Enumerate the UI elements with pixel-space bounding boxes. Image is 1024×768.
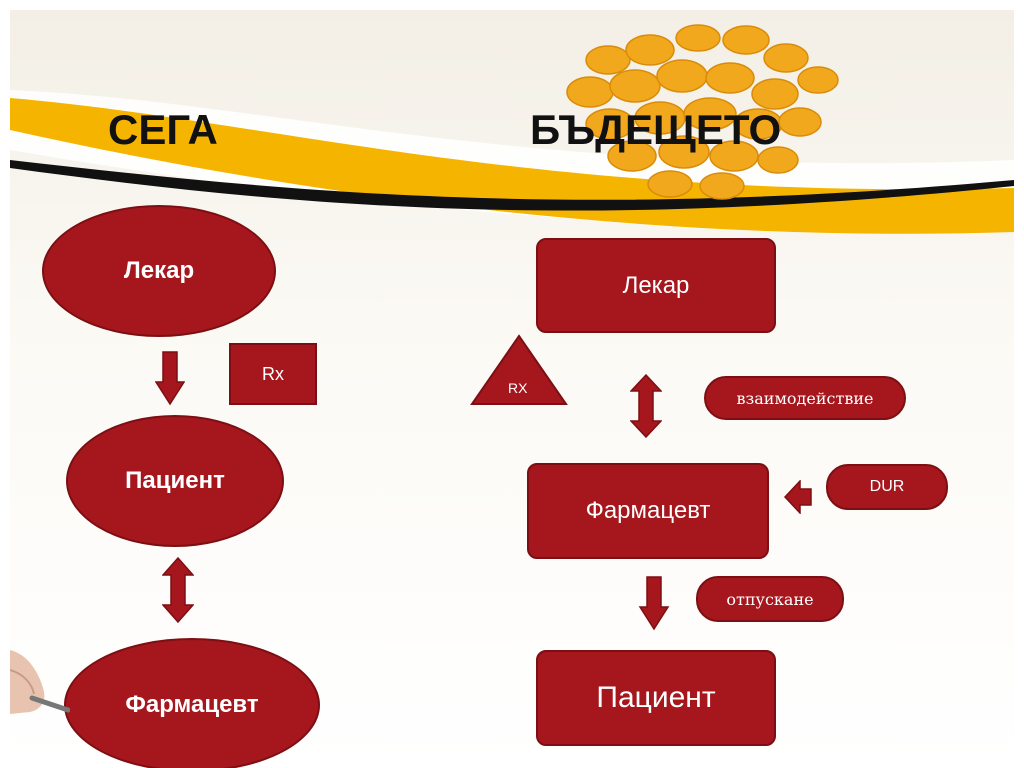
now-doctor-node: Лекар bbox=[42, 205, 276, 337]
future-patient-node: Пациент bbox=[536, 650, 776, 746]
hand-pen-image bbox=[10, 650, 70, 714]
future-interaction-label: взаимодействие bbox=[704, 376, 906, 420]
slide: СЕГА БЪДЕЩЕТО Лекар Rx Пациент Фармацевт… bbox=[10, 10, 1014, 768]
future-doctor-node: Лекар bbox=[536, 238, 776, 333]
now-pharmacist-node: Фармацевт bbox=[64, 638, 320, 768]
future-dispensing-label: отпускане bbox=[696, 576, 844, 622]
double-arrow-icon bbox=[162, 557, 194, 623]
now-patient-node: Пациент bbox=[66, 415, 284, 547]
title-future: БЪДЕЩЕТО bbox=[530, 106, 782, 153]
pills-image bbox=[566, 24, 839, 200]
future-dur-label: DUR bbox=[826, 464, 948, 510]
black-swoosh bbox=[10, 160, 1014, 211]
future-pharmacist-node: Фармацевт bbox=[527, 463, 769, 559]
left-arrow-icon bbox=[784, 480, 812, 514]
title-now: СЕГА bbox=[108, 106, 218, 153]
double-arrow-icon bbox=[630, 374, 662, 438]
header-decoration bbox=[10, 24, 1014, 234]
future-rx-label: RX bbox=[508, 380, 528, 396]
down-arrow-icon bbox=[155, 351, 185, 406]
now-rx-box: Rx bbox=[229, 343, 317, 405]
rx-triangle bbox=[470, 334, 568, 405]
down-arrow-icon bbox=[638, 576, 670, 631]
